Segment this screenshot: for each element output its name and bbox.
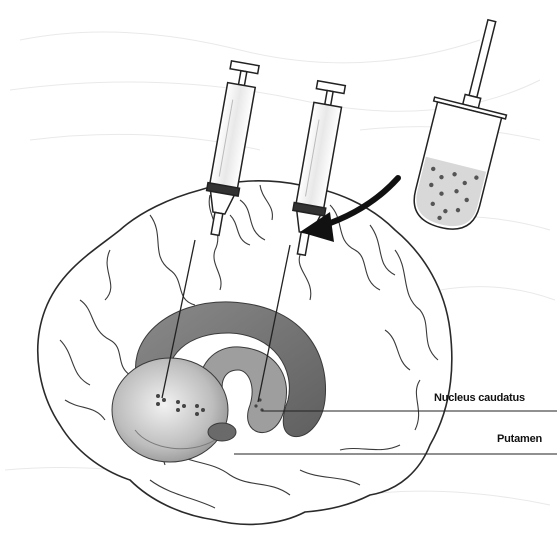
label-putamen: Putamen: [497, 433, 542, 445]
test-tube-icon: [404, 12, 527, 237]
label-nucleus-caudatus: Nucleus caudatus: [434, 392, 525, 404]
